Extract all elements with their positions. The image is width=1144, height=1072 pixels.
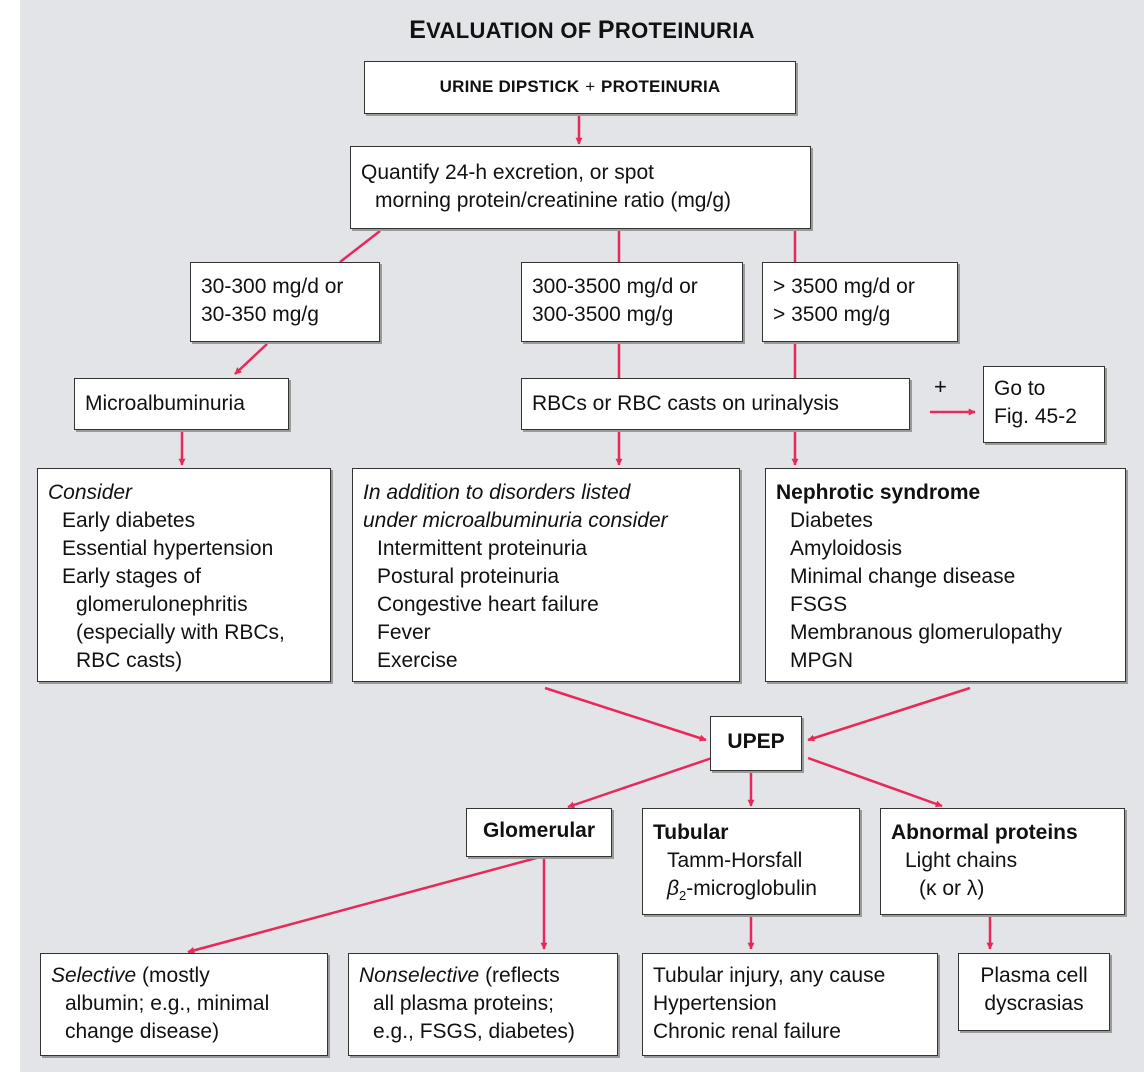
selective-node: Selective (mostly albumin; e.g., minimal… bbox=[40, 953, 328, 1056]
nephrotic-node: Nephrotic syndrome Diabetes Amyloidosis … bbox=[765, 468, 1126, 682]
tubular-injury-node: Tubular injury, any cause Hypertension C… bbox=[642, 953, 938, 1056]
range-high-node: > 3500 mg/d or > 3500 mg/g bbox=[762, 262, 958, 342]
goto-node: Go to Fig. 45-2 bbox=[983, 366, 1105, 443]
rbc-node: RBCs or RBC casts on urinalysis bbox=[521, 378, 910, 430]
consider-node: Consider Early diabetes Essential hypert… bbox=[37, 468, 331, 682]
arrow-nephrotic-to-upep bbox=[807, 686, 971, 742]
upep-node: UPEP bbox=[710, 716, 802, 771]
arrow-glomerular-to-selective bbox=[187, 855, 541, 954]
microalbuminuria-node: Microalbuminuria bbox=[74, 378, 289, 430]
quantify-node: Quantify 24-h excretion, or spot morning… bbox=[350, 146, 811, 229]
plasma-cell-node: Plasma cell dyscrasias bbox=[958, 953, 1110, 1031]
plus-sign: + bbox=[934, 374, 947, 399]
addition-node: In addition to disorders listed under mi… bbox=[352, 468, 740, 682]
tubular-node: Tubular Tamm-Horsfall β2-microglobulin bbox=[642, 808, 860, 915]
arrow-upep-to-glomerular bbox=[567, 756, 713, 809]
glomerular-node: Glomerular bbox=[466, 808, 612, 857]
arrow-quantify-to-low bbox=[339, 230, 381, 263]
arrow-upep-to-abnormal bbox=[807, 756, 943, 808]
range-mid-node: 300-3500 mg/d or 300-3500 mg/g bbox=[521, 262, 743, 342]
abnormal-proteins-node: Abnormal proteins Light chains (κ or λ) bbox=[880, 808, 1125, 915]
nonselective-node: Nonselective (reflects all plasma protei… bbox=[348, 953, 618, 1056]
arrow-low-to-micro bbox=[234, 343, 268, 375]
arrow-addition-to-upep bbox=[544, 686, 707, 742]
start-node: URINE DIPSTICK + PROTEINURIA bbox=[364, 61, 796, 114]
diagram-title: EVALUATION OF PROTEINURIA bbox=[409, 16, 755, 44]
range-low-node: 30-300 mg/d or 30-350 mg/g bbox=[190, 262, 380, 342]
